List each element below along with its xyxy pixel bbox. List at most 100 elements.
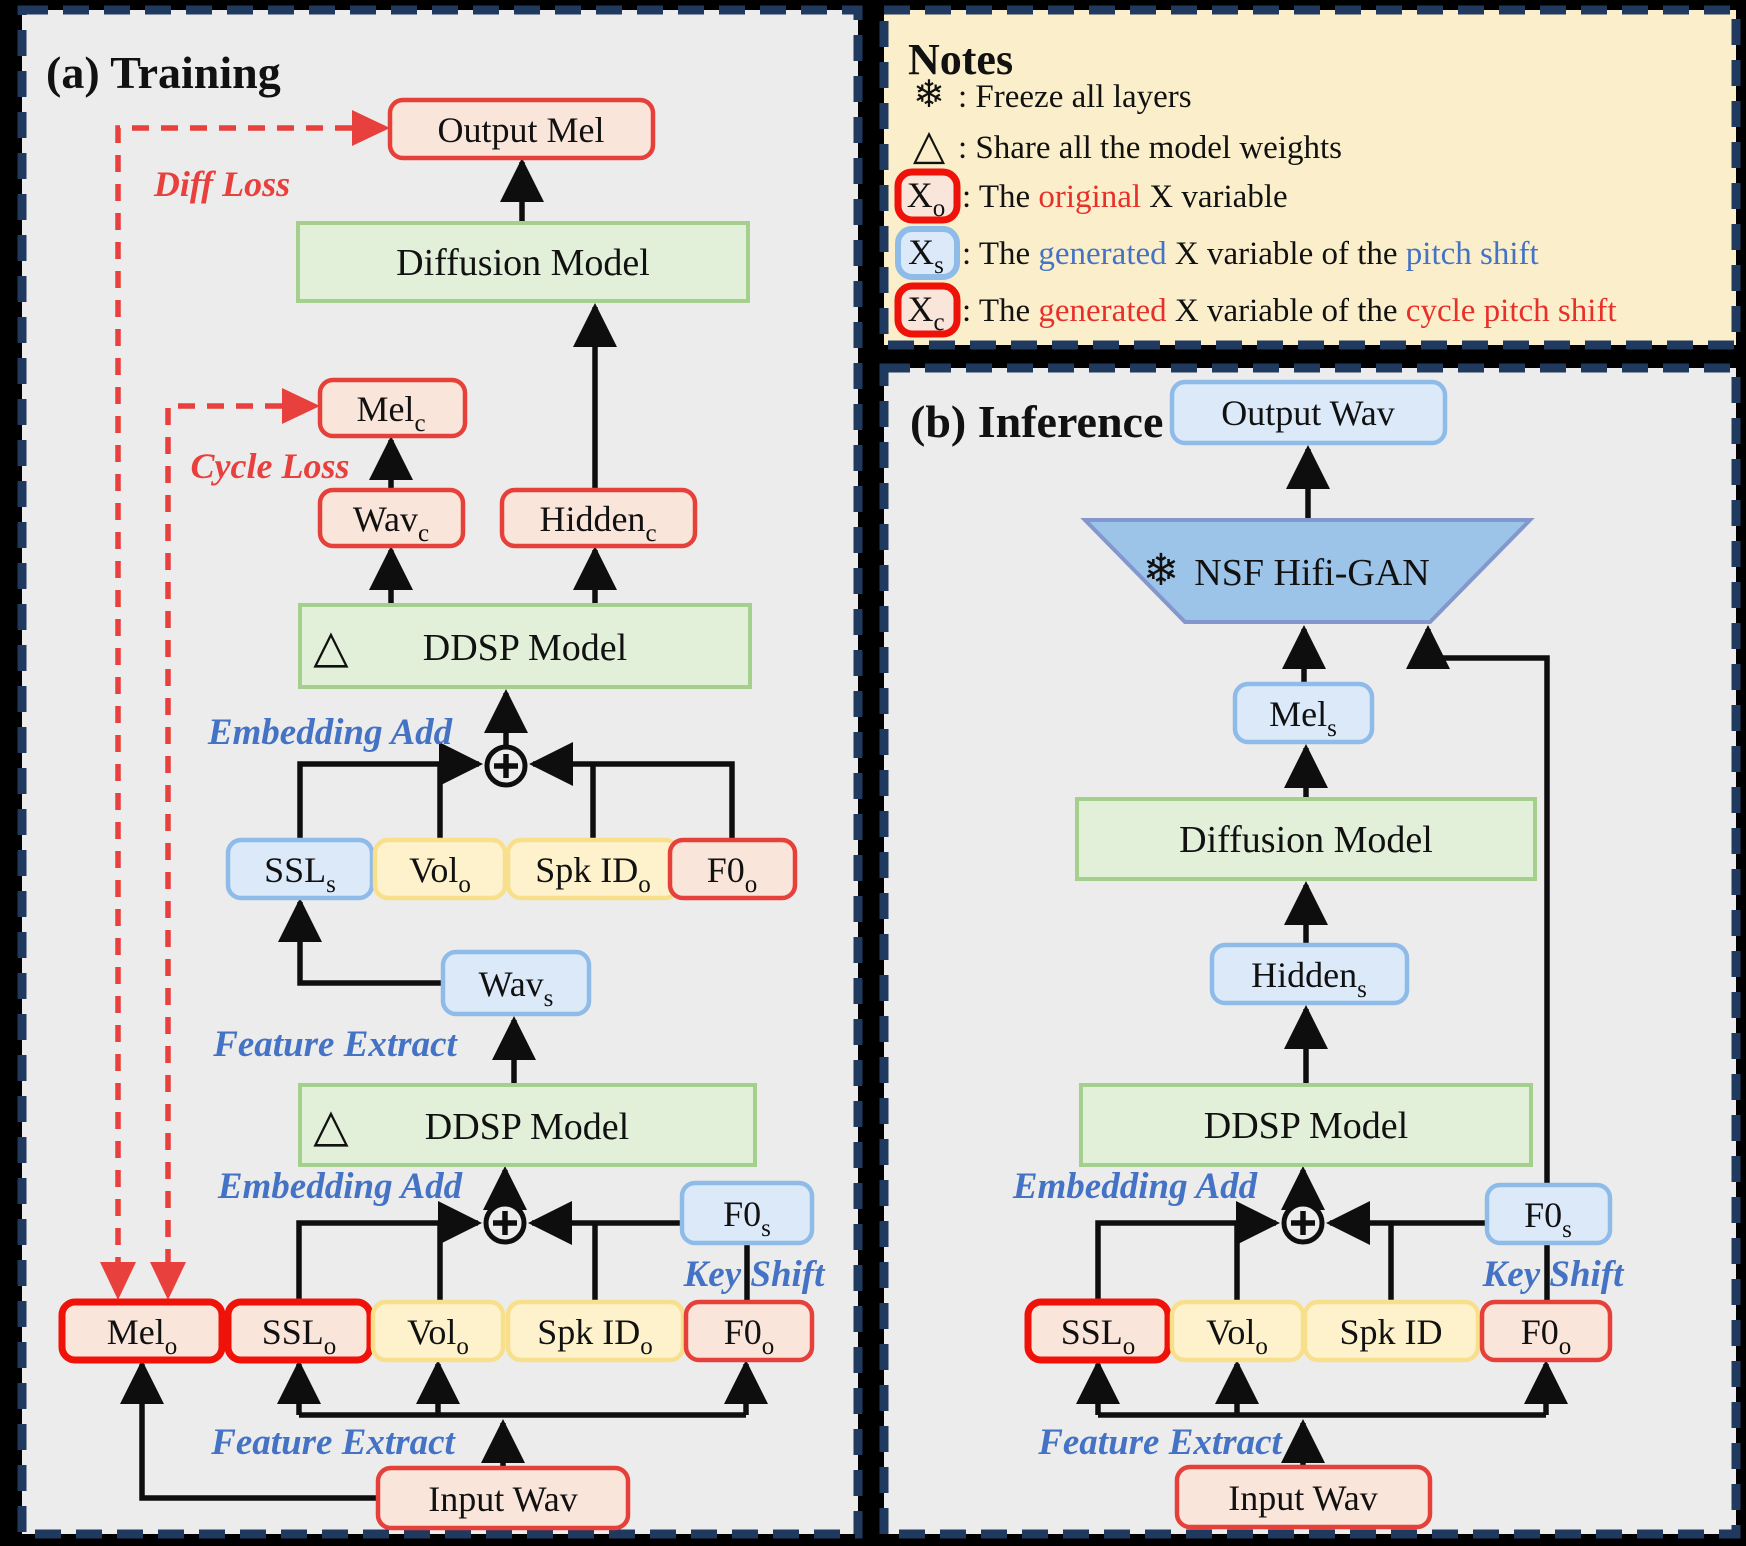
- inference-embedding-add-circle: [1281, 1201, 1325, 1245]
- training-title: (a) Training: [46, 47, 281, 98]
- svg-text:F0s: F0s: [723, 1194, 771, 1242]
- svg-text:Hiddens: Hiddens: [1251, 955, 1367, 1003]
- svg-text:Mels: Mels: [1269, 694, 1337, 742]
- inference-box-hidden-s: Hiddens: [1209, 942, 1410, 1006]
- training-box-output-mel: Output Mel: [387, 97, 656, 161]
- key-shift-label: Key Shift: [683, 1254, 827, 1295]
- diff-loss-arrow: [115, 125, 352, 1262]
- notes-panel: [879, 5, 1741, 350]
- freeze-text: : Freeze all layers: [958, 79, 1192, 115]
- diff-loss-label: Diff Loss: [153, 164, 290, 204]
- inference-box-spk-id: Spk ID: [1302, 1299, 1481, 1363]
- notes-legend-original: Xo : The original X variable: [894, 168, 1288, 224]
- box-label: Input Wav: [428, 1479, 577, 1519]
- training-box-hidden-c: Hiddenc: [499, 487, 698, 549]
- training-connectors: [120, 158, 768, 1501]
- freeze-icon: ❄: [1143, 545, 1180, 596]
- training-box-ddsp-lower: △ DDSP Model: [298, 1083, 757, 1167]
- svg-text:SSLs: SSLs: [264, 850, 336, 898]
- box-label: Diffusion Model: [396, 242, 650, 284]
- inference-box-f0-o: F0o: [1479, 1299, 1613, 1363]
- notes-legend-pitch-shift: Xs : The generated X variable of the pit…: [895, 226, 1539, 280]
- box-label: Output Wav: [1221, 393, 1394, 433]
- training-loss-arrows: [100, 110, 390, 1300]
- training-box-f0-s: F0s: [679, 1180, 815, 1246]
- training-box-mel-o: Melo: [58, 1298, 226, 1364]
- feature-extract-label: Feature Extract: [1037, 1422, 1283, 1463]
- training-box-ssl-s: SSLs: [225, 837, 375, 901]
- svg-text:F0s: F0s: [1524, 1195, 1572, 1243]
- svg-text:Xc: Xc: [907, 289, 944, 336]
- box-label: Output Mel: [438, 110, 605, 150]
- inference-box-input-wav: Input Wav: [1174, 1464, 1433, 1530]
- svg-text:F0o: F0o: [707, 850, 758, 898]
- box-label: Spk ID: [1339, 1312, 1442, 1352]
- inference-box-f0-s: F0s: [1484, 1182, 1613, 1246]
- feature-extract-lower-label: Feature Extract: [210, 1422, 456, 1463]
- box-label: NSF Hifi-GAN: [1194, 552, 1429, 594]
- training-embedding-add-circle-lower: [483, 1201, 527, 1245]
- training-box-input-wav: Input Wav: [375, 1465, 631, 1531]
- svg-text:: The generated X variable of: : The generated X variable of the cycle …: [962, 293, 1617, 329]
- training-box-spk-id-o: Spk IDo: [505, 1299, 686, 1363]
- svg-text:Melo: Melo: [107, 1312, 178, 1360]
- training-box-vol-o: Volo: [370, 1299, 506, 1363]
- svg-text:Volo: Volo: [1206, 1312, 1268, 1360]
- inference-box-ddsp-model: DDSP Model: [1079, 1083, 1533, 1167]
- share-weights-icon: △: [313, 1098, 349, 1152]
- training-box-spk-id-o-row1: Spk IDo: [505, 837, 681, 901]
- svg-text:Wavs: Wavs: [479, 964, 554, 1012]
- inference-box-ssl-o: SSLo: [1024, 1298, 1172, 1364]
- box-label: DDSP Model: [423, 627, 627, 669]
- inference-connectors: [1076, 445, 1568, 1467]
- inference-box-mel-s: Mels: [1232, 681, 1375, 745]
- notes-freeze-row: ❄ : Freeze all layers: [913, 72, 1192, 116]
- training-box-diffusion-model: Diffusion Model: [296, 221, 750, 303]
- training-box-ssl-o: SSLo: [224, 1298, 374, 1364]
- inference-box-vol-o: Volo: [1169, 1299, 1306, 1363]
- svg-text:F0o: F0o: [1521, 1312, 1572, 1360]
- training-box-ddsp-upper: △ DDSP Model: [298, 603, 752, 689]
- box-label: Input Wav: [1228, 1478, 1377, 1518]
- svg-text:Hiddenc: Hiddenc: [539, 499, 656, 547]
- svg-text:SSLo: SSLo: [262, 1312, 337, 1360]
- inference-box-nsf-hifigan: ❄ NSF Hifi-GAN: [1080, 518, 1535, 624]
- cycle-loss-arrow: [165, 403, 282, 1262]
- notes-share-row: △ : Share all the model weights: [913, 120, 1342, 169]
- cycle-loss-label: Cycle Loss: [191, 446, 350, 486]
- share-text: : Share all the model weights: [958, 130, 1342, 166]
- box-label: DDSP Model: [425, 1106, 629, 1148]
- training-box-wav-s: Wavs: [440, 949, 592, 1017]
- svg-text:Spk IDo: Spk IDo: [535, 850, 651, 898]
- notes-title: Notes: [908, 35, 1013, 84]
- embedding-add-label: Embedding Add: [1012, 1166, 1258, 1207]
- inference-title: (b) Inference: [910, 396, 1163, 447]
- feature-extract-upper-label: Feature Extract: [212, 1024, 458, 1065]
- freeze-icon: ❄: [913, 72, 945, 116]
- inference-box-output-wav: Output Wav: [1169, 379, 1448, 446]
- svg-text:Xs: Xs: [908, 232, 944, 279]
- svg-text:: The original X variable: : The original X variable: [962, 179, 1288, 215]
- svg-text:SSLo: SSLo: [1061, 1312, 1136, 1360]
- svg-text:Wavc: Wavc: [353, 499, 429, 547]
- embedding-add-lower-label: Embedding Add: [217, 1166, 463, 1207]
- svg-text:Spk IDo: Spk IDo: [537, 1312, 653, 1360]
- svg-text:Melc: Melc: [356, 389, 425, 437]
- svg-text:: The generated X variable of: : The generated X variable of the pitch …: [962, 236, 1539, 272]
- embedding-add-upper-label: Embedding Add: [207, 712, 453, 753]
- training-embedding-add-circle-upper: [484, 744, 528, 788]
- svg-text:Xo: Xo: [907, 175, 946, 222]
- training-box-wav-c: Wavc: [317, 487, 466, 549]
- key-shift-label: Key Shift: [1482, 1254, 1626, 1295]
- training-box-f0-o-row1: F0o: [667, 837, 798, 901]
- training-box-mel-c: Melc: [317, 377, 468, 439]
- box-label: Diffusion Model: [1179, 819, 1433, 861]
- box-label: DDSP Model: [1204, 1105, 1408, 1147]
- share-icon: △: [913, 120, 946, 169]
- notes-legend-cycle-pitch-shift: Xc : The generated X variable of the cyc…: [894, 282, 1617, 338]
- svg-text:F0o: F0o: [724, 1312, 775, 1360]
- svg-text:Volo: Volo: [407, 1312, 469, 1360]
- svg-text:Volo: Volo: [409, 850, 471, 898]
